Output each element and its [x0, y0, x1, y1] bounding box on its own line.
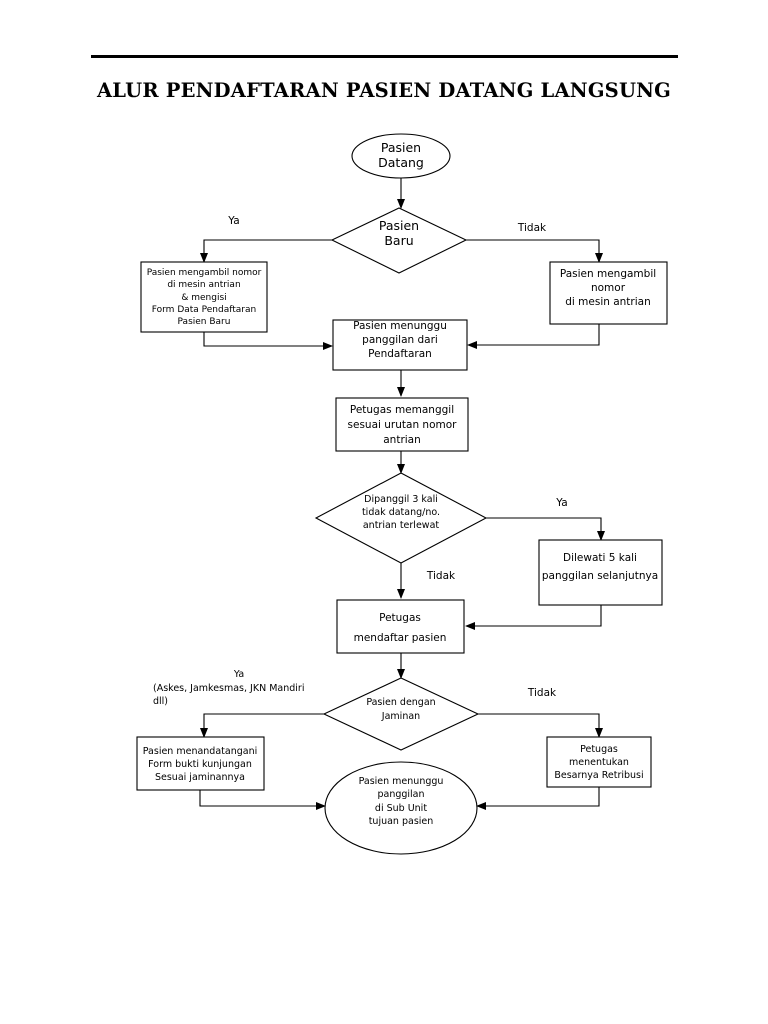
- patient-sign-box-line-2: Form bukti kunjungan: [148, 759, 252, 770]
- wait-registration-box-line-2: panggilan dari: [362, 334, 438, 346]
- edge-newpatient-to-wait: [203, 332, 333, 350]
- old-patient-box-line-2: nomor: [591, 282, 626, 294]
- wait-registration-box-line-3: Pendaftaran: [368, 348, 432, 360]
- skip-five-calls-box-line-2: panggilan selanjutnya: [542, 570, 658, 582]
- edge-skip-to-register: [465, 605, 602, 630]
- edge-retribution-to-end: [476, 787, 600, 810]
- end-node-line-4: tujuan pasien: [369, 816, 434, 827]
- new-patient-box-line-3: & mengisi: [181, 293, 226, 303]
- old-patient-box-line-3: di mesin antrian: [565, 296, 651, 308]
- officer-call-box-line-3: antrian: [383, 434, 421, 446]
- top-rule: [91, 55, 678, 58]
- label-missed-yes: Ya: [555, 497, 567, 509]
- patient-sign-box-line-1: Pasien menandatangani: [143, 746, 258, 757]
- edge-new-yes: [200, 239, 333, 263]
- end-node-line-3: di Sub Unit: [375, 803, 427, 814]
- start-node-line-2: Datang: [378, 155, 424, 170]
- label-insurance-yes: Ya: [233, 669, 244, 680]
- retribution-box-line-1: Petugas: [580, 744, 618, 755]
- end-node-line-1: Pasien menunggu: [359, 776, 444, 787]
- label-new-no: Tidak: [517, 222, 547, 234]
- decision-insurance-line-1: Pasien dengan: [366, 697, 435, 708]
- label-insurance-yes-detail: (Askes, Jamkesmas, JKN Mandiri: [153, 683, 304, 694]
- skip-five-calls-box-line-1: Dilewati 5 kali: [563, 552, 637, 564]
- patient-sign-box: Pasien menandatangani Form bukti kunjung…: [136, 736, 265, 791]
- retribution-box-line-3: Besarnya Retribusi: [554, 770, 643, 781]
- decision-insurance: Pasien dengan Jaminan: [322, 677, 480, 751]
- decision-missed-call-line-1: Dipanggil 3 kali: [364, 494, 438, 505]
- label-insurance-no: Tidak: [527, 687, 557, 699]
- officer-register-box-line-1: Petugas: [379, 612, 421, 624]
- label-insurance-yes-detail-2: dll): [153, 696, 168, 707]
- officer-register-box-line-2: mendaftar pasien: [354, 632, 447, 644]
- end-node-line-2: panggilan: [377, 789, 424, 800]
- start-node: Pasien Datang: [351, 133, 451, 179]
- decision-missed-call-line-2: tidak datang/no.: [362, 507, 440, 518]
- decision-insurance-line-2: Jaminan: [381, 711, 420, 722]
- decision-new-patient-line-1: Pasien: [379, 218, 419, 233]
- patient-sign-box-line-3: Sesuai jaminannya: [155, 772, 245, 783]
- page-title: ALUR PENDAFTARAN PASIEN DATANG LANGSUNG: [96, 79, 672, 102]
- new-patient-box-line-5: Pasien Baru: [178, 317, 231, 327]
- officer-register-box: Petugas mendaftar pasien: [336, 599, 465, 654]
- decision-new-patient: Pasien Baru: [330, 207, 468, 274]
- officer-call-box-line-1: Petugas memanggil: [350, 404, 454, 416]
- edge-oldpatient-to-wait: [467, 324, 600, 349]
- edge-insurance-yes: [200, 713, 324, 738]
- new-patient-box-line-4: Form Data Pendaftaran: [152, 305, 256, 315]
- connectors: [199, 178, 605, 810]
- old-patient-box-line-1: Pasien mengambil: [560, 268, 656, 280]
- label-missed-no: Tidak: [426, 570, 456, 582]
- decision-new-patient-line-2: Baru: [384, 233, 413, 248]
- officer-call-box-line-2: sesuai urutan nomor: [348, 419, 458, 431]
- retribution-box: Petugas menentukan Besarnya Retribusi: [546, 736, 652, 788]
- wait-registration-box-line-1: Pasien menunggu: [353, 320, 447, 332]
- start-node-line-1: Pasien: [381, 140, 421, 155]
- edge-new-no: [466, 239, 603, 263]
- label-new-yes: Ya: [227, 215, 239, 227]
- skip-five-calls-box: Dilewati 5 kali panggilan selanjutnya: [538, 539, 663, 606]
- retribution-box-line-2: menentukan: [569, 757, 629, 768]
- edge-insurance-no: [478, 713, 603, 738]
- wait-registration-box: Pasien menunggu panggilan dari Pendaftar…: [332, 319, 468, 371]
- officer-call-box: Petugas memanggil sesuai urutan nomor an…: [335, 397, 469, 452]
- new-patient-box-line-2: di mesin antrian: [167, 280, 240, 290]
- decision-missed-call: Dipanggil 3 kali tidak datang/no. antria…: [314, 472, 488, 564]
- edge-missed-yes: [486, 517, 605, 541]
- new-patient-box: Pasien mengambil nomor di mesin antrian …: [140, 261, 268, 333]
- new-patient-box-line-1: Pasien mengambil nomor: [147, 268, 262, 278]
- old-patient-box: Pasien mengambil nomor di mesin antrian: [549, 261, 668, 325]
- edge-sign-to-end: [199, 790, 326, 810]
- decision-missed-call-line-3: antrian terlewat: [363, 520, 440, 531]
- end-node: Pasien menunggu panggilan di Sub Unit tu…: [324, 761, 478, 855]
